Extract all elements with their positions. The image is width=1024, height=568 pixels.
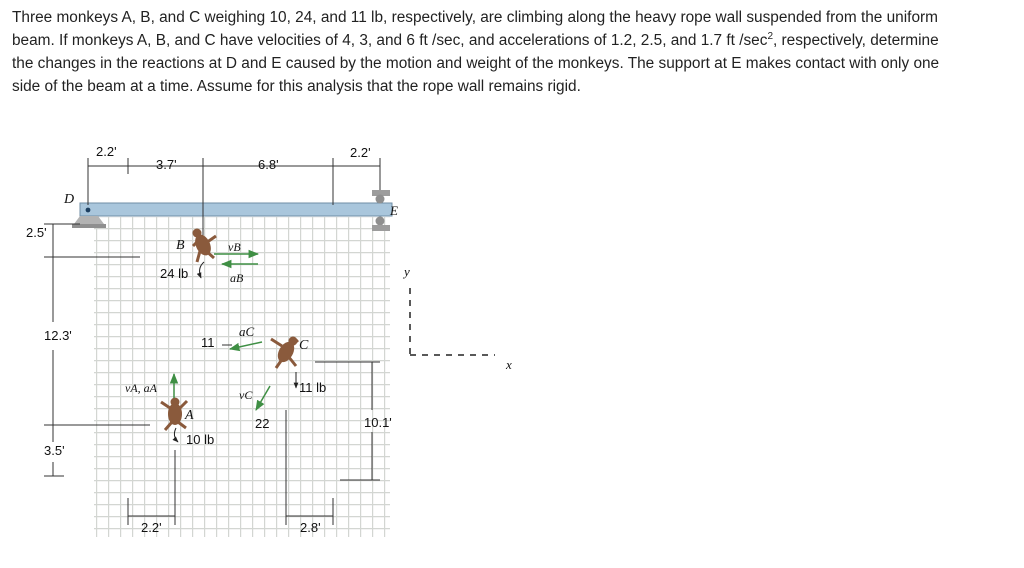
- weight-a: 10 lb: [186, 432, 214, 447]
- label-monkey-a: A: [184, 408, 194, 423]
- label-ac: aC: [239, 324, 255, 339]
- weight-a-arrow: [172, 427, 179, 443]
- weight-c: 11 lb: [299, 380, 326, 395]
- dim-right-height: 10.1': [364, 415, 392, 430]
- weight-b-arrow: [196, 261, 205, 279]
- dim-left-mid: 12.3': [44, 328, 72, 343]
- problem-statement: Three monkeys A, B, and C weighing 10, 2…: [12, 6, 1012, 98]
- dim-bottom-right: 2.8': [300, 520, 321, 535]
- rope-wall: [94, 217, 390, 537]
- right-dimension-lines: [315, 361, 380, 481]
- label-vc: vC: [239, 388, 253, 402]
- monkey-a: [160, 397, 189, 431]
- angle-vc: 22: [255, 416, 269, 431]
- angle-c: 11: [201, 335, 215, 350]
- label-monkey-b: B: [176, 238, 185, 253]
- left-dimension-lines: [44, 223, 150, 477]
- monkey-b: [191, 228, 217, 263]
- problem-line-2: beam. If monkeys A, B, and C have veloci…: [12, 29, 1012, 52]
- axis-y-label: y: [402, 264, 410, 279]
- label-vb: vB: [228, 240, 241, 254]
- problem-line-3: the changes in the reactions at D and E …: [12, 55, 940, 72]
- problem-line-4: side of the beam at a time. Assume for t…: [12, 78, 581, 95]
- problem-line-2-tail: , respectively, determine: [773, 32, 939, 49]
- dim-top-mid2: 6.8': [258, 157, 279, 172]
- weight-b: 24 lb: [160, 266, 188, 281]
- dim-top-left: 2.2': [96, 144, 117, 159]
- label-va-aa: vA, aA: [125, 381, 158, 395]
- bottom-dimension-lines: [127, 410, 334, 525]
- axes: y x: [402, 264, 512, 372]
- dim-left-bot: 3.5': [44, 443, 65, 458]
- dim-left-top: 2.5': [26, 225, 47, 240]
- arrow-ac: [228, 341, 263, 352]
- monkey-c: [270, 336, 299, 369]
- dim-top-right: 2.2': [350, 145, 371, 160]
- problem-line-2-text: beam. If monkeys A, B, and C have veloci…: [12, 32, 768, 49]
- axis-x-label: x: [505, 357, 512, 372]
- arrow-vc: [255, 385, 271, 411]
- dim-bottom-left: 2.2': [141, 520, 162, 535]
- label-e: E: [389, 203, 398, 218]
- support-d: [72, 207, 106, 228]
- label-monkey-c: C: [299, 338, 309, 353]
- label-d: D: [63, 192, 74, 207]
- top-dimension-lines: [87, 158, 381, 237]
- beam: [79, 202, 393, 217]
- label-ab: aB: [230, 271, 244, 285]
- problem-line-1: Three monkeys A, B, and C weighing 10, 2…: [12, 9, 938, 26]
- superscript-2: 2: [767, 30, 773, 42]
- dim-top-mid1: 3.7': [156, 157, 177, 172]
